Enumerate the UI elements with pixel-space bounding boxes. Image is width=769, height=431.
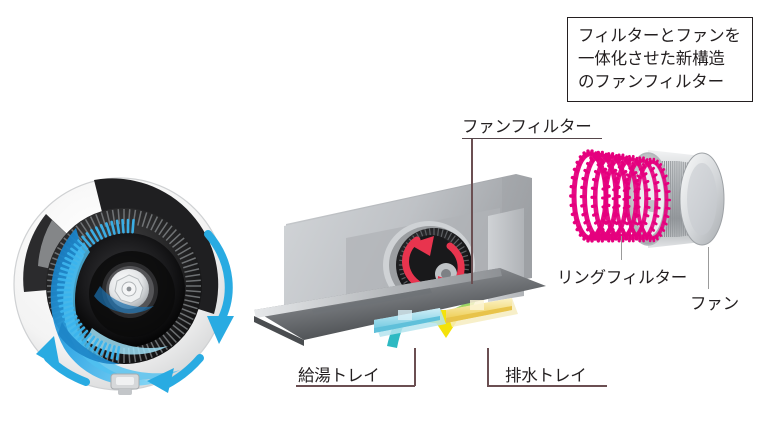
label-fan: ファン [690,295,739,313]
leader-hot-water-tray [414,348,416,386]
hood-bottom-front-edge [254,316,304,346]
leader-drain-tray [487,348,489,386]
hood-fan-hub-core [441,269,451,279]
water-wash-flow [50,228,180,386]
leader-hot-water-tray-underline [296,385,415,387]
hood-bottom-panel [254,268,546,340]
fan-hub-dot [126,286,132,292]
ring-filter-rings [569,149,671,243]
water-spray-fringe [56,218,135,361]
rotation-arrow-bottom-left [36,336,90,386]
hood-rotation-arrow-top [402,236,434,290]
label-drain-tray: 排水トレイ [505,367,587,385]
callout-box: フィルターとファンを 一体化させた新構造 のファンフィルター [567,17,753,103]
label-ring-filter: リングフィルター [557,269,688,287]
drain-tray [446,298,518,327]
leader-ring-filter [621,236,623,260]
callout-line-2: 一体化させた新構造 [578,49,725,68]
ring-filter-fan-illustration [552,130,742,270]
rotation-arrow-right [204,230,234,344]
callout-line-3: のファンフィルター [578,72,724,91]
fan-end-cap-inner [687,163,717,235]
hot-water-tray [374,308,446,337]
label-fan-filter: ファンフィルター [462,113,602,139]
leader-drain-tray-underline [487,385,607,387]
label-hot-water-tray: 給湯トレイ [298,367,380,385]
hood-bottom-slot [312,288,432,315]
hood-bottom-lip [254,268,502,318]
fan-bottom-nub [110,373,140,395]
range-hood-illustration [250,160,550,375]
leader-fan-filter [471,139,473,284]
rotation-arrow-bottom-right [147,354,204,393]
leader-fan [708,247,710,289]
callout-line-1: フィルターとファンを [578,27,741,45]
cutaway-fan-illustration [8,168,248,416]
